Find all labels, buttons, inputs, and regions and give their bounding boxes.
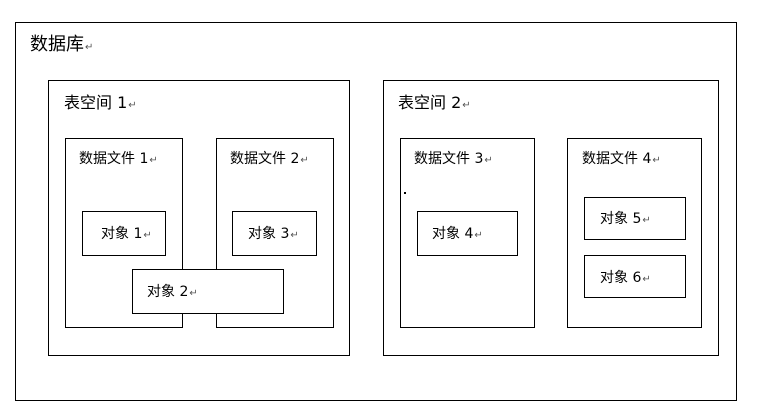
return-mark: ↵ <box>642 274 651 285</box>
database-label: 数据库↵ <box>30 36 93 54</box>
datafile-3-label-text: 数据文件 3 <box>414 151 484 167</box>
object-3-box <box>232 211 317 256</box>
return-mark: ↵ <box>128 100 137 111</box>
return-mark: ↵ <box>290 230 299 241</box>
object-1-box <box>82 211 166 256</box>
return-mark: ↵ <box>143 230 152 241</box>
datafile-2-label: 数据文件 2↵ <box>230 152 309 166</box>
return-mark: ↵ <box>300 155 309 166</box>
object-2-label: 对象 2↵ <box>147 285 198 299</box>
return-mark: ↵ <box>462 100 471 111</box>
return-mark: ↵ <box>149 155 158 166</box>
object-5-label: 对象 5↵ <box>600 212 651 226</box>
return-mark: ↵ <box>189 288 198 299</box>
return-mark: ↵ <box>484 155 493 166</box>
object-2-label-text: 对象 2 <box>147 284 189 300</box>
datafile-2-label-text: 数据文件 2 <box>230 151 300 167</box>
tablespace-2-label: 表空间 2↵ <box>398 95 471 111</box>
datafile-4-label: 数据文件 4↵ <box>582 152 661 166</box>
tablespace-1-label: 表空间 1↵ <box>64 95 137 111</box>
datafile-4-label-text: 数据文件 4 <box>582 151 652 167</box>
return-mark: ↵ <box>642 215 651 226</box>
object-2-box <box>132 269 284 314</box>
tablespace-2-label-text: 表空间 2 <box>398 93 462 112</box>
object-6-label: 对象 6↵ <box>600 271 651 285</box>
object-5-label-text: 对象 5 <box>600 211 642 227</box>
object-1-label: 对象 1↵ <box>101 227 152 241</box>
object-6-box <box>584 255 686 298</box>
return-mark: ↵ <box>652 155 661 166</box>
stray-dot <box>404 192 406 194</box>
object-3-label-text: 对象 3 <box>248 226 290 242</box>
object-1-label-text: 对象 1 <box>101 226 143 242</box>
return-mark: ↵ <box>474 230 483 241</box>
object-3-label: 对象 3↵ <box>248 227 299 241</box>
object-4-box <box>417 211 518 256</box>
object-5-box <box>584 197 686 240</box>
object-4-label: 对象 4↵ <box>432 227 483 241</box>
object-4-label-text: 对象 4 <box>432 226 474 242</box>
object-6-label-text: 对象 6 <box>600 270 642 286</box>
datafile-1-label: 数据文件 1↵ <box>79 152 158 166</box>
return-mark: ↵ <box>85 42 94 53</box>
datafile-3-label: 数据文件 3↵ <box>414 152 493 166</box>
tablespace-1-label-text: 表空间 1 <box>64 93 128 112</box>
database-label-text: 数据库 <box>30 34 84 55</box>
datafile-1-label-text: 数据文件 1 <box>79 151 149 167</box>
